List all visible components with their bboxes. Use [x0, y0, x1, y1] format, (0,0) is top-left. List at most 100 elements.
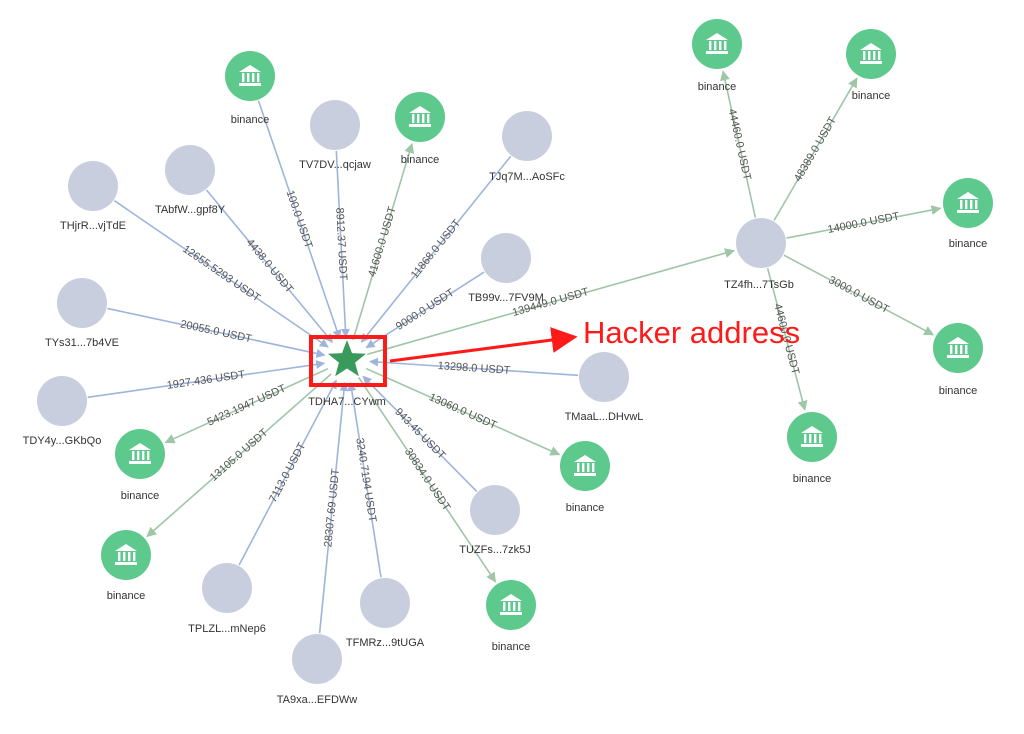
- node-label: binance: [566, 502, 605, 514]
- edge-amount-label: 41600.0 USDT: [366, 205, 398, 278]
- node-label: TZ4fh...7TsGb: [724, 279, 794, 291]
- node-label: TA9xa...EFDWw: [277, 694, 358, 706]
- edge-line: [347, 381, 382, 578]
- node-label: TPLZL...mNep6: [188, 623, 266, 635]
- exchange-node-b4[interactable]: binance: [101, 530, 151, 602]
- edge-amount-label: 13298.0 USDT: [437, 360, 511, 377]
- hacker-star-node-center[interactable]: TDHA7...CYwm: [308, 340, 386, 408]
- edge-tdy4y-center[interactable]: 1927.436 USDT: [87, 359, 326, 399]
- edge-line: [360, 155, 512, 343]
- node-label: binance: [793, 473, 832, 485]
- node-label: TUZFs...7zk5J: [459, 544, 531, 556]
- wallet-node-tdy4y[interactable]: TDY4y...GKbQo: [23, 376, 102, 447]
- wallet-node-tv7dv[interactable]: TV7DV...qcjaw: [299, 100, 371, 171]
- wallet-node-tz4fh[interactable]: TZ4fh...7TsGb: [724, 218, 794, 291]
- edge-amount-label: 28307.69 USDT: [322, 468, 342, 548]
- wallet-circle: [579, 352, 629, 402]
- edge-amount-label: 12655.5293 USDT: [180, 243, 262, 305]
- wallet-node-tjq7m[interactable]: TJq7M...AoSFc: [489, 111, 565, 183]
- edge-amount-label: 3000.0 USDT: [826, 274, 891, 316]
- exchange-node-b6[interactable]: binance: [560, 441, 610, 514]
- edge-amount-label: 48389.0 USDT: [792, 115, 839, 184]
- edge-line: [362, 375, 478, 493]
- edge-amount-label: 13105.0 USDT: [208, 426, 271, 483]
- node-label: TV7DV...qcjaw: [299, 159, 371, 171]
- exchange-circle: [943, 178, 993, 228]
- edge-line: [335, 150, 350, 338]
- exchange-node-b3[interactable]: binance: [115, 429, 165, 502]
- edge-line: [352, 142, 415, 341]
- wallet-node-tplzl[interactable]: TPLZL...mNep6: [188, 563, 266, 635]
- edge-tabfw-center[interactable]: 4438.0 USDT: [205, 189, 333, 343]
- edge-tfmrz-center[interactable]: 3240.7194 USDT: [347, 381, 382, 578]
- exchange-node-b5[interactable]: binance: [486, 580, 536, 653]
- edge-amount-label: 44460.0 USDT: [725, 108, 753, 182]
- hacker-address-label: Hacker address: [583, 315, 800, 350]
- node-label: binance: [107, 590, 146, 602]
- wallet-node-tuzfs[interactable]: TUZFs...7zk5J: [459, 485, 531, 556]
- edge-tz4fh-b10[interactable]: 3000.0 USDT: [783, 254, 935, 336]
- edge-center-b2[interactable]: 41600.0 USDT: [352, 142, 415, 341]
- edge-tz4fh-b9[interactable]: 14000.0 USDT: [786, 205, 942, 239]
- wallet-circle: [292, 634, 342, 684]
- node-label: TMaaL...DHvwL: [565, 411, 644, 423]
- edge-line: [113, 200, 329, 348]
- node-label: binance: [401, 154, 440, 166]
- bank-icon: [129, 443, 151, 464]
- edge-tz4fh-b7[interactable]: 44460.0 USDT: [720, 70, 757, 218]
- exchange-circle: [787, 412, 837, 462]
- exchange-circle: [560, 441, 610, 491]
- edge-line: [164, 367, 329, 444]
- edge-amount-label: 5423.1947 USDT: [206, 382, 289, 428]
- edge-amount-label: 7113.0 USDT: [267, 441, 308, 505]
- exchange-node-b2[interactable]: binance: [395, 92, 445, 166]
- wallet-circle: [202, 563, 252, 613]
- node-label: TAbfW...gpf8Y: [155, 204, 226, 216]
- exchange-node-b1[interactable]: binance: [225, 51, 275, 126]
- wallet-node-tmaal[interactable]: TMaaL...DHvwL: [565, 352, 644, 423]
- edge-amount-label: 3240.7194 USDT: [353, 437, 378, 523]
- wallet-node-ta9xa[interactable]: TA9xa...EFDWw: [277, 634, 358, 706]
- edge-line: [257, 100, 342, 340]
- bank-icon: [409, 106, 431, 127]
- exchange-node-b10[interactable]: binance: [933, 323, 983, 397]
- edge-tv7dv-center[interactable]: 8912.37 USDT: [333, 150, 350, 338]
- wallet-circle: [68, 161, 118, 211]
- edge-ta9xa-center[interactable]: 28307.69 USDT: [318, 381, 349, 634]
- wallet-node-tfmrz[interactable]: TFMRz...9tUGA: [346, 578, 425, 649]
- edge-amount-label: 20055.0 USDT: [179, 318, 253, 345]
- wallet-circle: [481, 233, 531, 283]
- exchange-node-b11[interactable]: binance: [787, 412, 837, 485]
- exchange-circle: [225, 51, 275, 101]
- edge-line: [205, 189, 333, 343]
- bank-icon: [239, 65, 261, 86]
- exchange-circle: [846, 29, 896, 79]
- exchange-circle: [692, 19, 742, 69]
- wallet-node-tabfw[interactable]: TAbfW...gpf8Y: [155, 145, 226, 216]
- edge-line: [783, 254, 935, 336]
- node-label: binance: [939, 385, 978, 397]
- edge-tmaal-center[interactable]: 13298.0 USDT: [369, 357, 579, 377]
- exchange-node-b9[interactable]: binance: [943, 178, 993, 250]
- edge-amount-label: 14000.0 USDT: [827, 210, 901, 236]
- edge-amount-label: 943.45 USDT: [392, 406, 448, 462]
- wallet-circle: [360, 578, 410, 628]
- bank-icon: [574, 455, 596, 476]
- bank-icon: [957, 192, 979, 213]
- wallet-node-tb99v[interactable]: TB99v...7FV9M: [468, 233, 544, 304]
- edge-tz4fh-b8[interactable]: 48389.0 USDT: [773, 77, 858, 221]
- edge-amount-label: 13060.0 USDT: [427, 391, 499, 432]
- edge-line: [238, 379, 337, 566]
- edge-amount-label: 9000.0 USDT: [394, 287, 457, 333]
- edge-tys31-center[interactable]: 20055.0 USDT: [107, 307, 326, 358]
- wallet-node-thjrr[interactable]: THjrR...vjTdE: [60, 161, 126, 232]
- wallet-circle: [310, 100, 360, 150]
- edge-line: [366, 248, 736, 356]
- wallet-node-tys31[interactable]: TYs31...7b4VE: [45, 278, 119, 349]
- bank-icon: [947, 337, 969, 358]
- exchange-node-b7[interactable]: binance: [692, 19, 742, 93]
- wallet-circle: [736, 218, 786, 268]
- edge-line: [107, 307, 326, 358]
- exchange-node-b8[interactable]: binance: [846, 29, 896, 102]
- node-label: THjrR...vjTdE: [60, 220, 126, 232]
